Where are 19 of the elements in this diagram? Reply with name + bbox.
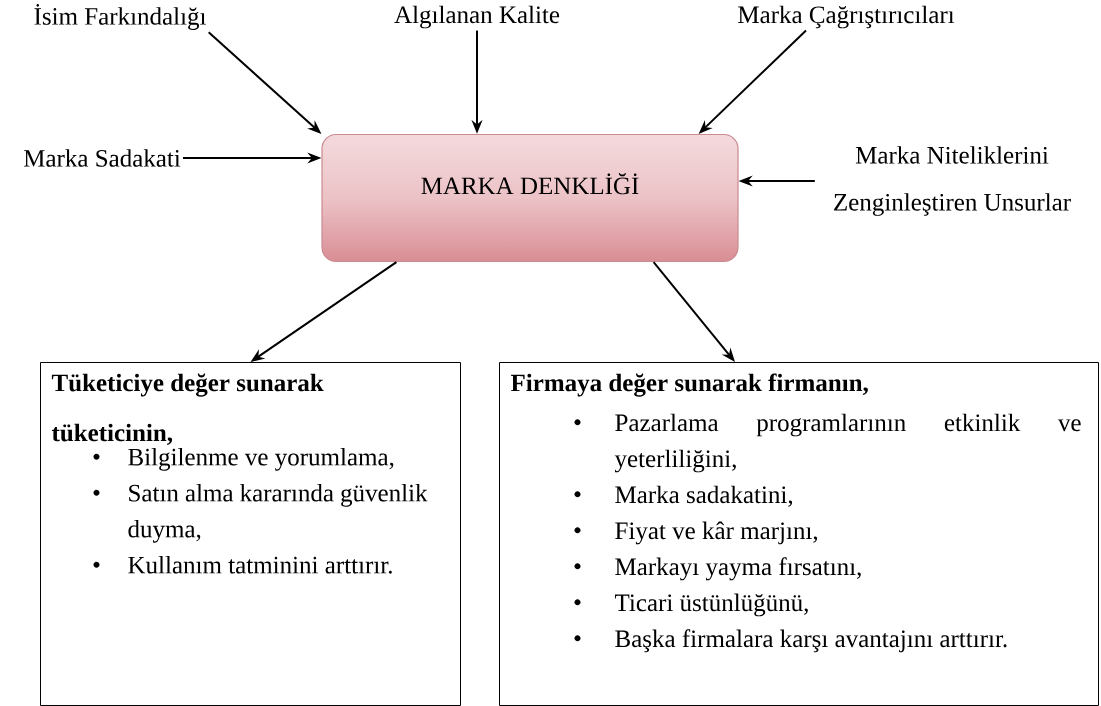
- bullet-item: Markayı yayma fırsatını,: [615, 557, 861, 581]
- bullet-item: Kullanım tatminini arttırır.: [128, 556, 392, 574]
- box-heading: Firmaya değer sunarak firmanın,: [510, 373, 868, 397]
- bullet-item: Bilgilenme ve yorumlama,: [128, 448, 394, 471]
- central-box: MARKA DENKLİĞİ: [321, 133, 739, 263]
- bullet-item: Ticari üstünlüğünü,: [614, 593, 808, 617]
- box-heading: Tüketiciye değer sunarak tüketicinin,: [51, 373, 324, 445]
- bullet-item: Pazarlama programlarının etkinlik ve yeterliliğini,: [614, 413, 1081, 473]
- bullet-item: Başka firmalara karşı avantajını arttırır.: [615, 629, 1007, 653]
- bullet-item: Fiyat ve kâr marjını,: [615, 521, 818, 545]
- text-box: [40, 362, 461, 706]
- concept-label: Algılanan Kalite: [394, 5, 560, 29]
- concept-label: Marka Çağrıştırıcıları: [738, 5, 955, 29]
- bullet-item: Satın alma kararında güvenlik duyma,: [128, 484, 428, 543]
- concept-label: Marka Niteliklerini Zenginleştiren Unsurlar: [834, 146, 1071, 216]
- concept-label: İsim Farkındalığı: [34, 4, 206, 30]
- concept-label: Marka Sadakati: [23, 149, 181, 167]
- text-box: [499, 362, 1099, 706]
- bullet-item: Marka sadakatini,: [615, 485, 793, 507]
